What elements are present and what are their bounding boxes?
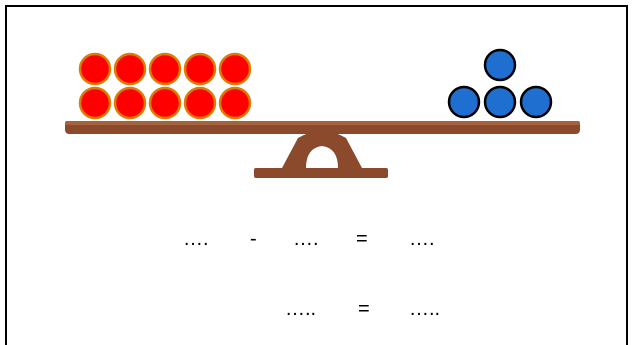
blue-counter [483,85,517,119]
red-counter [148,52,182,86]
red-counter [218,86,252,120]
worksheet-frame [5,5,628,345]
result-right-blank[interactable]: ….. [409,298,441,320]
seesaw-base [254,168,388,178]
difference-blank[interactable]: …. [409,228,435,250]
red-counter [183,86,217,120]
seesaw-scene [65,48,580,178]
minuend-blank[interactable]: …. [183,228,209,250]
minus-sign: - [250,228,257,250]
red-counter [113,86,147,120]
result-left-blank[interactable]: ….. [285,298,317,320]
red-counter [113,52,147,86]
blue-counters [447,48,553,119]
equals-sign-2: = [358,298,370,320]
red-counter [78,86,112,120]
blue-counter [483,48,517,82]
equals-sign: = [356,228,368,250]
blue-counter [447,85,481,119]
subtrahend-blank[interactable]: …. [293,228,319,250]
blue-counter [519,85,553,119]
result-equation: ….. = ….. [0,298,637,338]
subtraction-equation: …. - …. = …. [0,228,637,268]
red-counter [218,52,252,86]
red-counter [78,52,112,86]
red-counter [148,86,182,120]
red-counter [183,52,217,86]
red-counters [78,52,252,120]
fulcrum-arch [306,146,338,168]
